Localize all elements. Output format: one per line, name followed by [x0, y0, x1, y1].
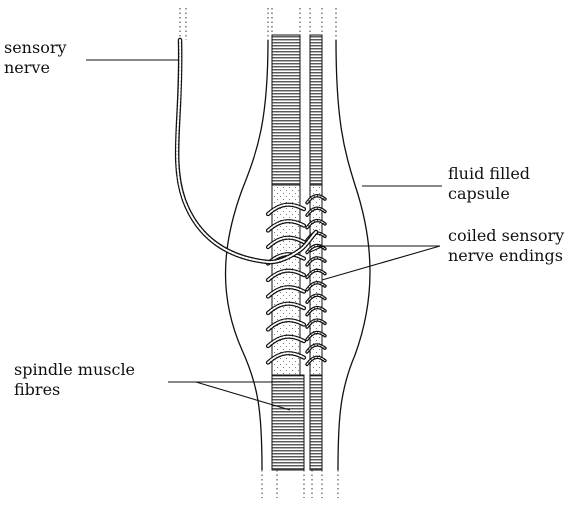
thin-fibre-upper	[310, 35, 322, 185]
capsule-outline-right	[336, 40, 370, 470]
dotted-fibre-ends-bottom	[262, 470, 338, 498]
label-fluid-filled-capsule: fluid filled capsule	[448, 164, 530, 204]
label-sensory-nerve: sensory nerve	[4, 38, 67, 78]
label-coiled-sensory-nerve-endings: coiled sensory nerve endings	[448, 226, 564, 266]
thin-fibre-lower	[310, 375, 322, 470]
label-spindle-muscle-fibres: spindle muscle fibres	[14, 360, 135, 400]
main-fibre-lower	[272, 375, 304, 470]
main-fibre-equator	[272, 185, 300, 375]
main-fibre-upper	[272, 35, 300, 185]
